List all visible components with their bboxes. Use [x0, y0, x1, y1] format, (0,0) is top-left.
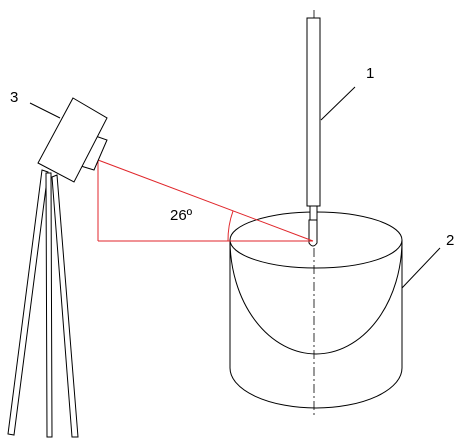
angle-label: 26º: [170, 207, 193, 224]
rod-lower: [309, 205, 318, 221]
camera-body: [37, 97, 108, 183]
leader-line-2: [401, 247, 441, 289]
vessel-hemisphere: [229, 239, 403, 355]
tripod-leg-center: [45, 172, 53, 438]
tripod-leg-right: [51, 174, 79, 438]
tripod: [7, 169, 79, 438]
vessel-body: [229, 240, 403, 409]
vessel: [229, 211, 403, 409]
label-rod: 1: [366, 65, 374, 82]
label-vessel: 2: [446, 232, 454, 249]
angle-arc: [227, 210, 234, 242]
rod-tip: [308, 219, 318, 247]
rod-upper: [306, 17, 321, 207]
rod: [306, 17, 321, 247]
label-camera: 3: [10, 89, 18, 106]
sight-lines: [97, 159, 314, 242]
tripod-leg-left: [7, 169, 49, 436]
camera: [37, 97, 108, 183]
leader-line-1: [320, 86, 356, 121]
leader-line-3: [29, 102, 61, 119]
sight-line-diagonal: [97, 159, 314, 242]
leader-lines: [29, 86, 441, 289]
